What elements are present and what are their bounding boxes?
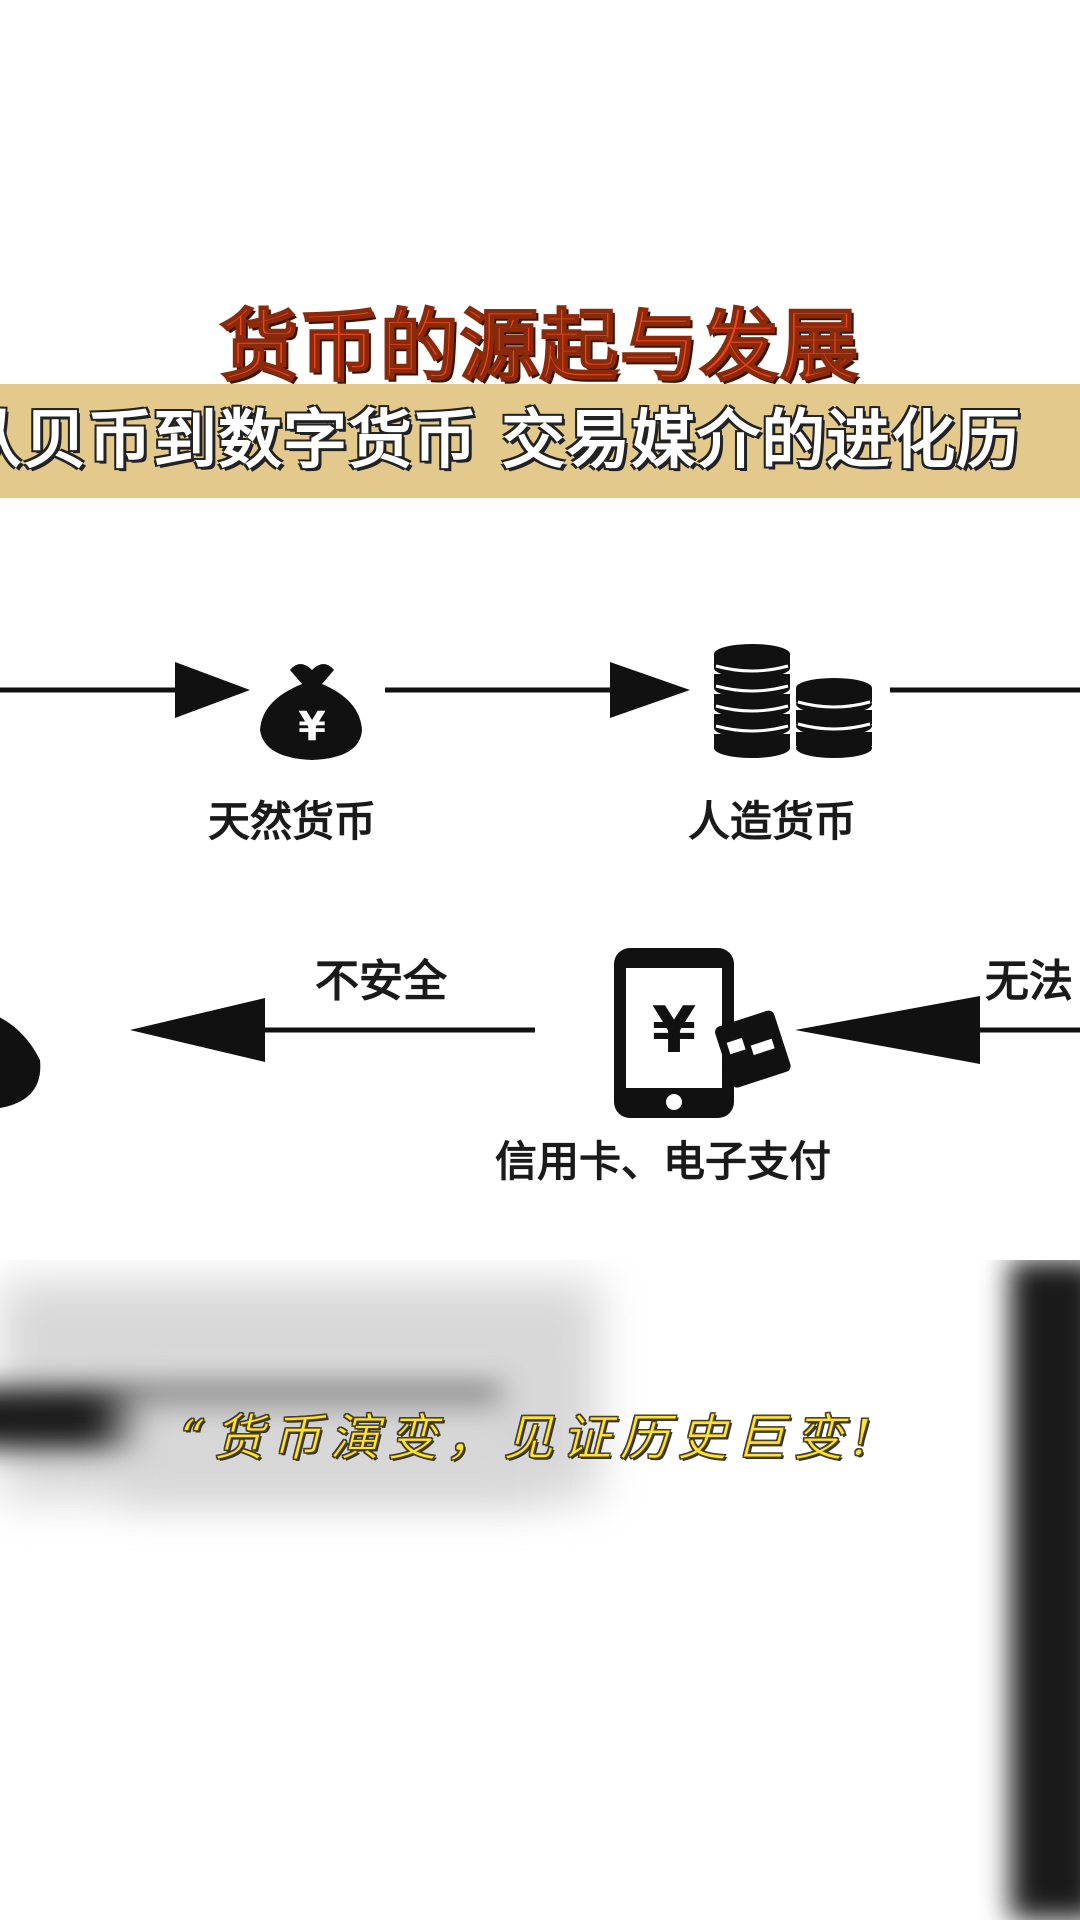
- money-bag-icon: [0, 1017, 41, 1108]
- arrow-left-icon: [130, 998, 535, 1062]
- arrow-right-icon: [0, 662, 250, 718]
- subtitle-text: 从贝币到数字货币 交易媒介的进化历: [0, 404, 1022, 478]
- arrow-label-cannot: 无法: [985, 956, 1073, 1007]
- coin-stack-icon: [714, 644, 872, 758]
- svg-text:¥: ¥: [298, 704, 326, 750]
- smartphone-icon: ¥: [614, 948, 734, 1118]
- money-bag-icon: ¥: [260, 664, 362, 760]
- caption-quote: “货币演变，见证历史巨变!: [180, 1409, 880, 1468]
- subtitle-banner: 从贝币到数字货币 交易媒介的进化历: [0, 384, 1080, 498]
- page-title: 货币的源起与发展: [219, 301, 860, 393]
- blurred-background: [0, 1260, 1080, 1920]
- arrow-right-icon: [385, 662, 690, 718]
- card-icon: [715, 1010, 791, 1088]
- arrow-label-unsafe: 不安全: [315, 956, 447, 1007]
- svg-text:¥: ¥: [652, 994, 697, 1068]
- node-label-natural-money: 天然货币: [208, 797, 377, 846]
- money-evolution-diagram: ¥: [0, 640, 1080, 1200]
- arrow-left-icon: [795, 996, 1080, 1064]
- node-label-artificial-money: 人造货币: [688, 797, 857, 846]
- node-label-credit-card: 信用卡、电子支付: [495, 1137, 832, 1186]
